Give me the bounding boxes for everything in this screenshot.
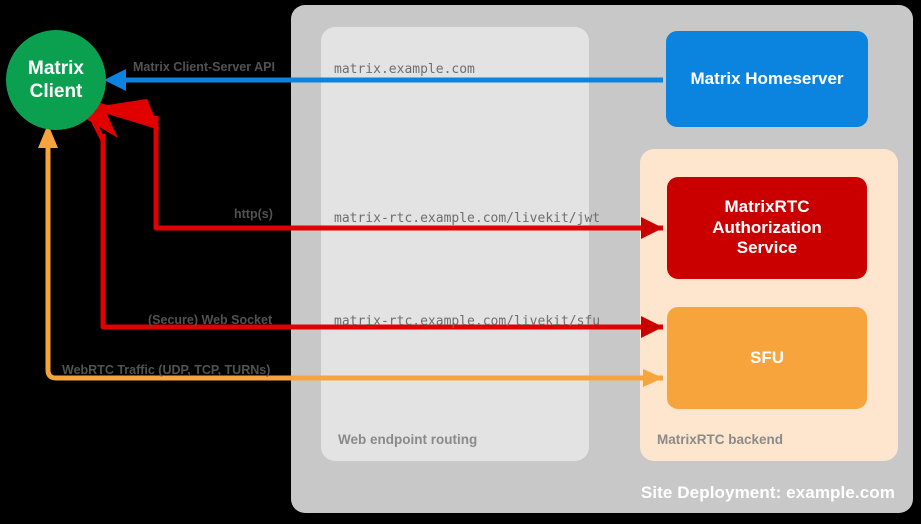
node-matrixrtc-authorization-service[interactable]: MatrixRTC Authorization Service	[667, 177, 867, 279]
connector-label-webrtc-traffic: WebRTC Traffic (UDP, TCP, TURNs)	[62, 363, 271, 377]
connector-label-https: http(s)	[234, 207, 273, 221]
auth-service-line2: Authorization	[712, 217, 822, 237]
endpoint-url-sfu: matrix-rtc.example.com/livekit/sfu	[334, 314, 601, 329]
node-matrix-client-label: Matrix Client	[28, 57, 84, 103]
node-sfu-label: SFU	[750, 347, 784, 367]
connector-label-secure-web-socket: (Secure) Web Socket	[148, 313, 273, 327]
node-matrix-client-line2: Client	[29, 81, 83, 102]
node-sfu[interactable]: SFU	[667, 307, 867, 409]
web-endpoint-routing-container: Web endpoint routing	[321, 27, 589, 461]
connector-label-matrix-client-server-api: Matrix Client-Server API	[133, 60, 275, 74]
endpoint-url-jwt: matrix-rtc.example.com/livekit/jwt	[334, 211, 601, 226]
matrixrtc-backend-label: MatrixRTC backend	[657, 432, 784, 447]
node-matrix-client-line1: Matrix	[28, 57, 84, 79]
auth-service-line1: MatrixRTC	[724, 196, 810, 216]
node-matrix-client[interactable]: Matrix Client	[6, 30, 106, 130]
node-matrixrtc-authorization-service-label: MatrixRTC Authorization Service	[712, 197, 822, 259]
endpoint-url-matrix: matrix.example.com	[334, 62, 475, 77]
auth-service-line3: Service	[736, 238, 798, 258]
site-deployment-label: Site Deployment: example.com	[640, 483, 895, 502]
node-matrix-homeserver-label: Matrix Homeserver	[690, 68, 844, 88]
web-endpoint-routing-label: Web endpoint routing	[338, 432, 478, 447]
node-matrix-homeserver[interactable]: Matrix Homeserver	[666, 31, 868, 127]
